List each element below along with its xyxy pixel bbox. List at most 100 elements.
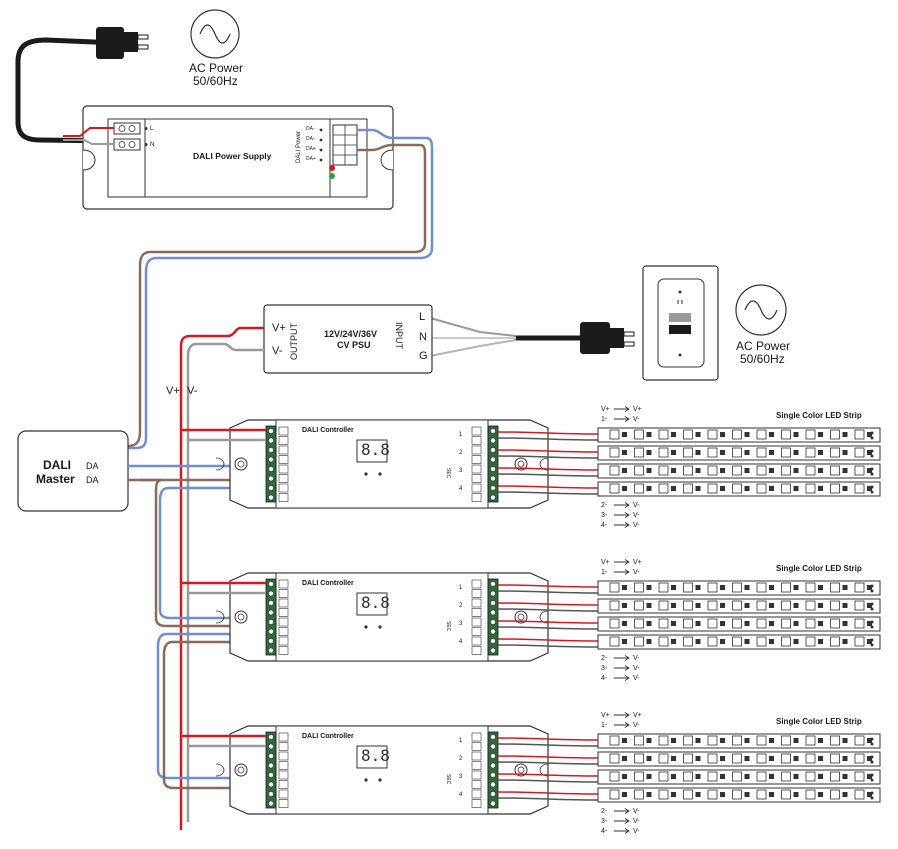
controller-channel-1-2: 2 xyxy=(459,450,463,456)
ps-input-l: L xyxy=(150,126,154,132)
strip-map-top-to-3-1: V- xyxy=(633,722,640,729)
outlet xyxy=(642,265,719,381)
controller-display-2: 8.8 xyxy=(361,593,390,612)
strip-map-bottom-from-1-2: 4- xyxy=(601,522,608,529)
led-strip-2-4 xyxy=(597,634,881,650)
controller-output-label-3: SEC xyxy=(445,774,451,785)
ps-terminal-3: DA+ xyxy=(306,146,316,152)
led-strip-3-4 xyxy=(597,787,881,803)
strip-map-bottom-from-3-2: 4- xyxy=(601,828,608,835)
led-strip-3-1 xyxy=(597,733,881,749)
strip-map-top-to-2-1: V- xyxy=(633,569,640,576)
ps-terminal-1: DA- xyxy=(306,126,315,132)
controller-channel-3-1: 1 xyxy=(459,738,463,744)
led-strip-2-3 xyxy=(597,616,881,632)
strip-map-bottom-from-3-0: 2- xyxy=(601,808,608,815)
plug-body xyxy=(96,27,124,59)
ps-output-side-label: DALI Power xyxy=(296,130,302,163)
dali-master-da1: DA xyxy=(86,461,99,471)
strip-map-bottom-to-1-1: V- xyxy=(633,512,640,519)
strip-title-1: Single Color LED Strip xyxy=(776,411,862,420)
psu-v-plus: V+ xyxy=(272,322,286,334)
led-strip-1-2 xyxy=(597,445,881,461)
controller-title-2: DALI Controller xyxy=(302,580,354,587)
controller-channel-1-4: 4 xyxy=(459,486,463,492)
ac-power-top-line1: AC Power xyxy=(189,61,244,75)
top-ac-plug xyxy=(15,27,149,144)
strip-title-3: Single Color LED Strip xyxy=(776,717,862,726)
controller-channel-1-3: 3 xyxy=(459,468,463,474)
strip-map-bottom-from-2-1: 3- xyxy=(601,665,608,672)
controller-display-1: 8.8 xyxy=(361,440,390,459)
strip-map-bottom-to-2-0: V- xyxy=(633,655,640,662)
controller-channel-1-1: 1 xyxy=(459,432,463,438)
controller-channel-2-2: 2 xyxy=(459,603,463,609)
right-ac-plug xyxy=(514,322,635,354)
controller-channel-3-4: 4 xyxy=(459,792,463,798)
strip-map-top-from-3-0: V+ xyxy=(601,712,610,719)
controller-channel-2-4: 4 xyxy=(459,639,463,645)
led-strip-2-2 xyxy=(597,598,881,614)
bus-v-plus: V+ xyxy=(166,385,180,397)
power-supply-title: DALI Power Supply xyxy=(193,151,272,161)
status-led-green xyxy=(329,173,335,179)
strip-map-bottom-from-1-0: 2- xyxy=(601,502,608,509)
dali-master-da2: DA xyxy=(86,475,99,485)
controller-channel-3-3: 3 xyxy=(459,774,463,780)
strip-map-bottom-to-2-1: V- xyxy=(633,665,640,672)
psu-title-line1: 12V/24V/36V xyxy=(324,329,378,339)
dali-power-supply xyxy=(82,105,394,210)
ps-input-n: N xyxy=(150,142,155,148)
led-strip-1-4 xyxy=(597,481,881,497)
controller-title-1: DALI Controller xyxy=(302,427,354,434)
strip-title-2: Single Color LED Strip xyxy=(776,564,862,573)
psu-l: L xyxy=(419,311,426,323)
controllers-layer xyxy=(181,406,881,834)
led-strip-3-3 xyxy=(597,769,881,785)
dali-master-line2: Master xyxy=(36,472,75,486)
status-led-red xyxy=(329,165,335,171)
strip-map-bottom-from-2-0: 2- xyxy=(601,655,608,662)
strip-map-bottom-from-3-1: 3- xyxy=(601,818,608,825)
strip-map-top-from-3-1: 1- xyxy=(601,722,608,729)
dali-controller-3 xyxy=(181,725,881,815)
strip-map-bottom-to-1-0: V- xyxy=(633,502,640,509)
controller-channel-3-2: 2 xyxy=(459,756,463,762)
psu-g: G xyxy=(419,350,428,362)
psu-output-label: OUTPUT xyxy=(289,323,299,360)
strip-map-top-to-1-0: V+ xyxy=(633,406,642,413)
ps-terminal-2: DA- xyxy=(306,136,315,142)
psu-input-label: INPUT xyxy=(394,322,404,349)
led-strip-1-1 xyxy=(597,427,881,443)
ac-power-right-line2: 50/60Hz xyxy=(740,352,785,366)
controller-output-label-2: SEC xyxy=(445,621,451,632)
strip-map-bottom-to-2-2: V- xyxy=(633,675,640,682)
ac-sine-icon-right xyxy=(735,284,787,336)
strip-map-top-to-1-1: V- xyxy=(633,416,640,423)
ac-power-top-line2: 50/60Hz xyxy=(193,74,238,88)
strip-map-top-from-2-1: 1- xyxy=(601,569,608,576)
controller-display-3: 8.8 xyxy=(361,746,390,765)
psu-n: N xyxy=(419,331,427,343)
strip-map-bottom-from-2-2: 4- xyxy=(601,675,608,682)
dali-controller-2 xyxy=(181,572,881,662)
bus-v-minus: V- xyxy=(187,385,198,397)
strip-map-top-to-3-0: V+ xyxy=(633,712,642,719)
ps-terminal-4: DA+ xyxy=(306,156,316,162)
ac-sine-icon-top xyxy=(190,9,240,59)
controller-channel-2-1: 1 xyxy=(459,585,463,591)
strip-map-bottom-to-3-2: V- xyxy=(633,828,640,835)
led-strip-1-3 xyxy=(597,463,881,479)
strip-map-bottom-to-1-2: V- xyxy=(633,522,640,529)
strip-map-bottom-to-3-1: V- xyxy=(633,818,640,825)
dali-master xyxy=(17,430,129,512)
psu-title-line2: CV PSU xyxy=(337,340,371,350)
dali-controller-1 xyxy=(181,419,881,509)
psu-v-minus: V- xyxy=(272,345,283,357)
led-strip-2-1 xyxy=(597,580,881,596)
ac-power-right-line1: AC Power xyxy=(736,339,791,353)
strip-map-top-from-2-0: V+ xyxy=(601,559,610,566)
controller-title-3: DALI Controller xyxy=(302,733,354,740)
